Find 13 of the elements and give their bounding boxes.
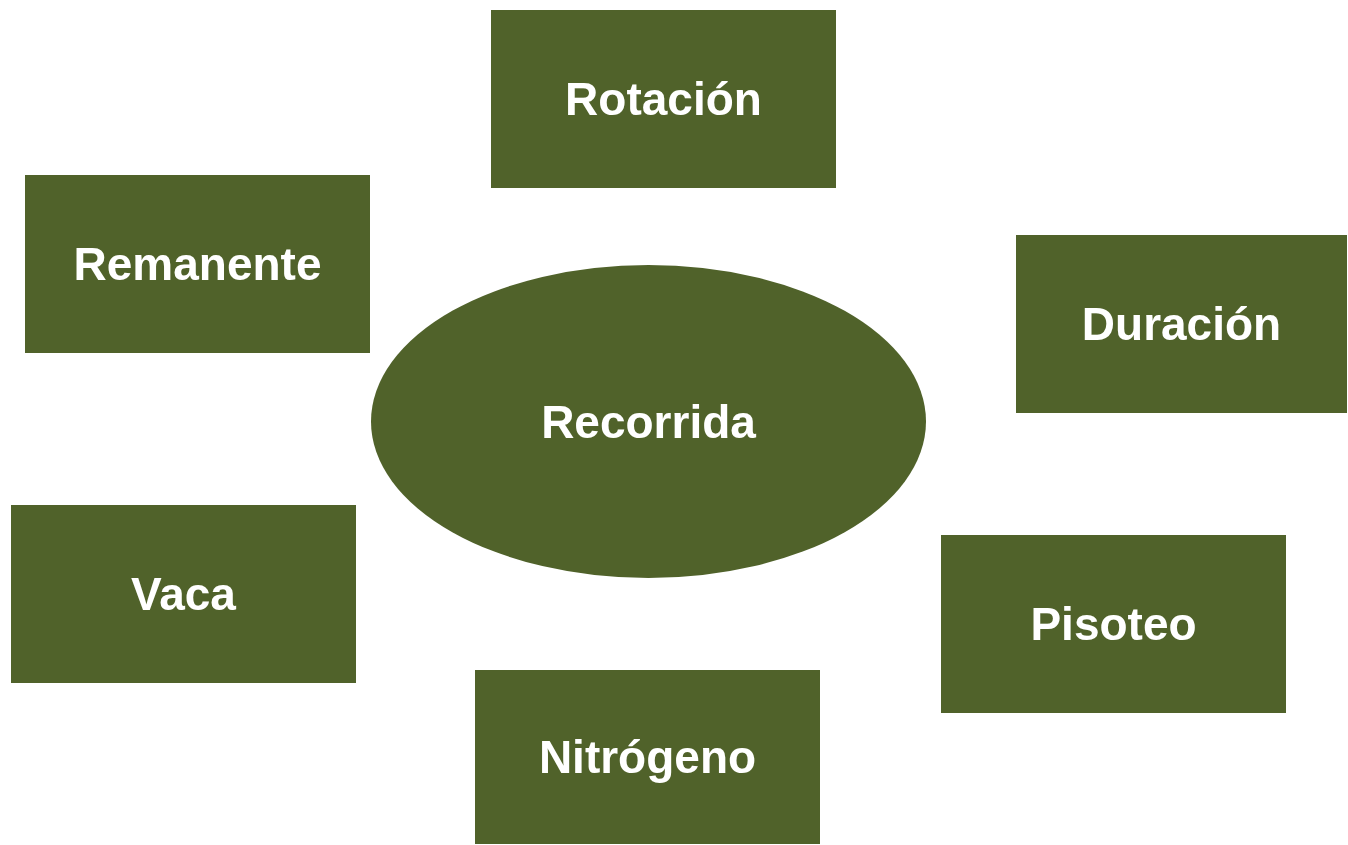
concept-box (475, 670, 820, 844)
concept-box (1016, 235, 1347, 413)
concept-box (11, 505, 356, 683)
node-label: Recorrida (541, 394, 756, 449)
node-label: Remanente (73, 237, 322, 291)
concept-box (941, 535, 1286, 713)
node-label: Duración (1081, 297, 1282, 351)
concept-box (491, 10, 836, 188)
concept-box (25, 175, 370, 353)
node-label: Pisoteo (1030, 597, 1197, 651)
node-label: Nitrógeno (538, 730, 757, 784)
node-label: Vaca (131, 567, 236, 621)
node-label: Rotación (565, 72, 762, 126)
